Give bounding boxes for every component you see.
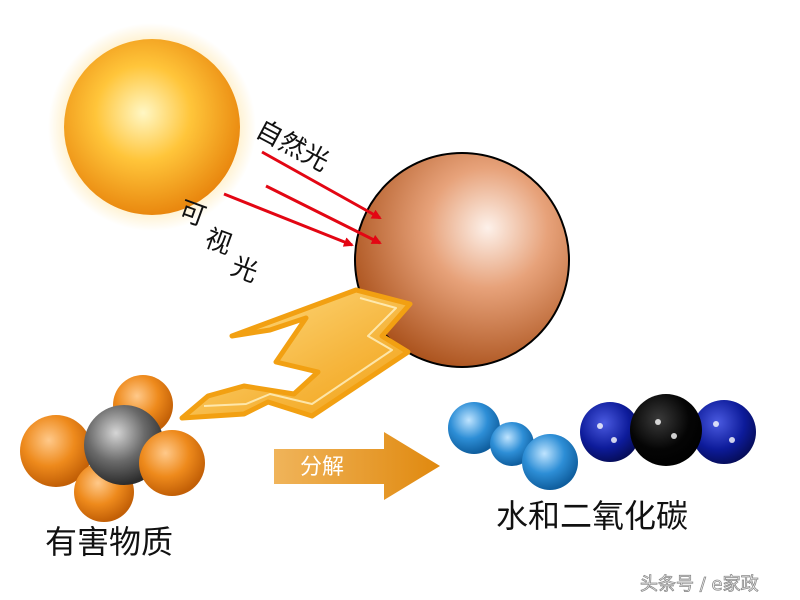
atom [20, 415, 92, 487]
decompose-arrow [274, 432, 440, 500]
visible-light-label: 可 视 光 [175, 196, 262, 289]
atom [692, 400, 756, 464]
light-ray [261, 150, 382, 220]
atom [522, 434, 578, 490]
light-ray [265, 184, 382, 245]
products-label: 水和二氧化碳 [496, 497, 688, 535]
light-rays [223, 150, 382, 247]
visible-light-char: 视 [201, 224, 236, 261]
decompose-label: 分解 [300, 455, 344, 480]
atom [139, 430, 205, 496]
sun [48, 23, 256, 231]
lightning-bolt [179, 287, 413, 421]
harmful-molecule [20, 375, 205, 522]
atom [448, 402, 500, 454]
harmful-substance-label: 有害物质 [45, 523, 173, 561]
atom [580, 402, 640, 462]
co2-molecule [580, 394, 756, 466]
catalyst-sphere [354, 152, 570, 368]
watermark-text: 头条号 / e家政 [640, 574, 759, 595]
atom [630, 394, 702, 466]
water-molecule [448, 402, 578, 490]
light-ray [223, 192, 354, 247]
visible-light-char: 光 [227, 252, 262, 289]
